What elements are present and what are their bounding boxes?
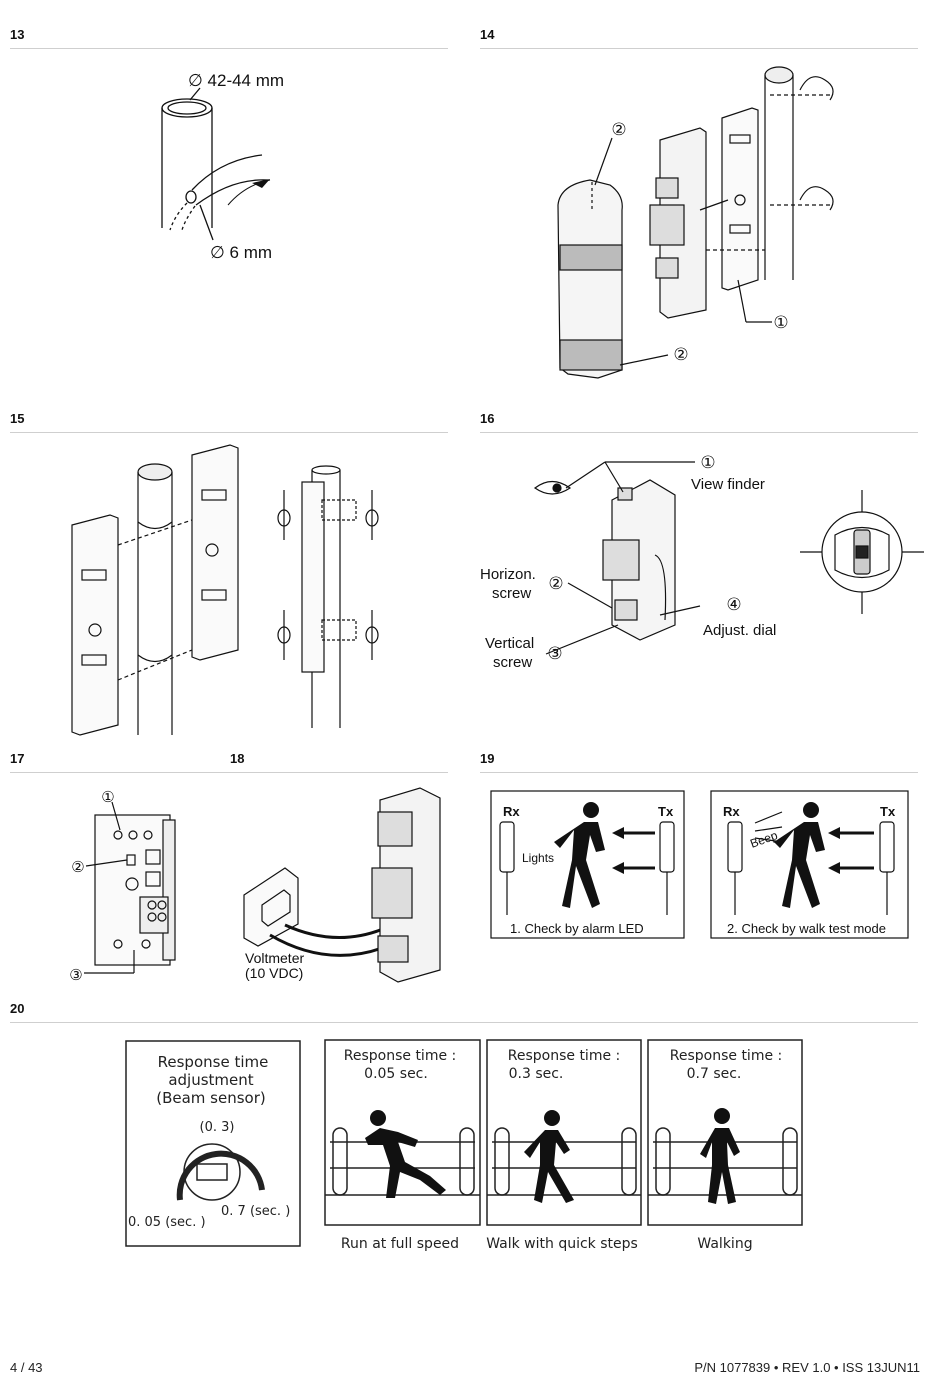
section-number-16: 16 bbox=[480, 411, 495, 426]
adjust-dial-label: Adjust. dial bbox=[703, 622, 776, 639]
fig17-callout-3: ③ bbox=[69, 967, 82, 984]
figure-16-alignment-diagram: ① View finder Horizon. screw ② Vertical … bbox=[480, 453, 924, 671]
fig16-callout-1: ① bbox=[700, 453, 715, 472]
section-number-18: 18 bbox=[230, 751, 245, 766]
section-number-13: 13 bbox=[10, 27, 25, 42]
walk-test-caption-2: 2. Check by walk test mode bbox=[727, 921, 886, 936]
walk-test-caption-1: 1. Check by alarm LED bbox=[510, 921, 644, 936]
panel-1-title: Response time : bbox=[344, 1048, 457, 1064]
fig16-callout-4: ④ bbox=[726, 595, 741, 614]
fig14-callout-2-top: ② bbox=[611, 120, 626, 139]
fig14-callout-1: ① bbox=[773, 313, 788, 332]
figure-18-voltmeter-diagram: Voltmeter (10 VDC) bbox=[243, 787, 441, 983]
figure-15-bracket-diagram bbox=[71, 444, 379, 736]
dial-high-label: 0. 7 (sec. ) bbox=[221, 1204, 290, 1219]
section-number-15: 15 bbox=[10, 411, 25, 426]
view-finder-label: View finder bbox=[691, 476, 765, 493]
section-number-17: 17 bbox=[10, 751, 25, 766]
figure-17-board-diagram: ① ② ③ bbox=[69, 789, 176, 984]
section-rule-16 bbox=[480, 432, 918, 433]
section-rule-14 bbox=[480, 48, 918, 49]
adjustment-title-3: (Beam sensor) bbox=[156, 1089, 266, 1107]
part-number: P/N 1077839 • REV 1.0 • ISS 13JUN11 bbox=[694, 1360, 920, 1375]
rx-label-2: Rx bbox=[723, 804, 740, 819]
section-number-19: 19 bbox=[480, 751, 495, 766]
dial-low-label: 0. 05 (sec. ) bbox=[128, 1215, 206, 1230]
rx-label-1: Rx bbox=[503, 804, 520, 819]
panel-3-title: Response time : bbox=[670, 1048, 783, 1064]
inner-diameter-label: ∅ 6 mm bbox=[210, 243, 272, 262]
section-rule-15 bbox=[10, 432, 448, 433]
panel-1-caption: Run at full speed bbox=[341, 1236, 459, 1252]
panel-2-value: 0.3 sec. bbox=[509, 1066, 564, 1082]
figure-13-pole-diagram: ∅ 42-44 mm ∅ 6 mm bbox=[161, 71, 284, 262]
section-rule-17-18 bbox=[10, 772, 448, 773]
figure-14-pole-mount-diagram: ② ① ② bbox=[557, 66, 834, 379]
fig16-callout-3: ③ bbox=[547, 644, 562, 663]
voltmeter-label-1: Voltmeter bbox=[245, 950, 304, 966]
vertical-screw-label-1: Vertical bbox=[485, 635, 534, 652]
section-rule-20 bbox=[10, 1022, 918, 1023]
adjustment-title-2: adjustment bbox=[168, 1071, 253, 1089]
horizon-screw-label-2: screw bbox=[492, 585, 531, 602]
panel-2-caption: Walk with quick steps bbox=[486, 1236, 638, 1252]
horizon-screw-label-1: Horizon. bbox=[480, 566, 536, 583]
fig17-callout-1: ① bbox=[101, 789, 114, 806]
section-rule-13 bbox=[10, 48, 448, 49]
figure-20-response-time-diagram: Response time adjustment (Beam sensor) (… bbox=[125, 1039, 803, 1252]
outer-diameter-label: ∅ 42-44 mm bbox=[188, 71, 284, 90]
fig14-callout-2-bottom: ② bbox=[673, 345, 688, 364]
panel-1-value: 0.05 sec. bbox=[364, 1066, 428, 1082]
section-number-14: 14 bbox=[480, 27, 495, 42]
panel-3-caption: Walking bbox=[697, 1236, 752, 1252]
figure-19-walk-test-diagram: Rx Tx Lights 1. Check by alarm LED Rx Tx… bbox=[490, 790, 909, 939]
dial-mid-label: (0. 3) bbox=[200, 1120, 235, 1135]
voltmeter-label-2: (10 VDC) bbox=[245, 965, 303, 981]
panel-3-value: 0.7 sec. bbox=[687, 1066, 742, 1082]
adjustment-title-1: Response time bbox=[158, 1053, 269, 1071]
page-number: 4 / 43 bbox=[10, 1360, 43, 1375]
tx-label-2: Tx bbox=[880, 804, 896, 819]
lights-label: Lights bbox=[522, 851, 554, 865]
section-rule-19 bbox=[480, 772, 918, 773]
section-number-20: 20 bbox=[10, 1001, 25, 1016]
tx-label-1: Tx bbox=[658, 804, 674, 819]
fig16-callout-2: ② bbox=[548, 574, 563, 593]
panel-2-title: Response time : bbox=[508, 1048, 621, 1064]
vertical-screw-label-2: screw bbox=[493, 654, 532, 671]
fig17-callout-2: ② bbox=[71, 859, 84, 876]
